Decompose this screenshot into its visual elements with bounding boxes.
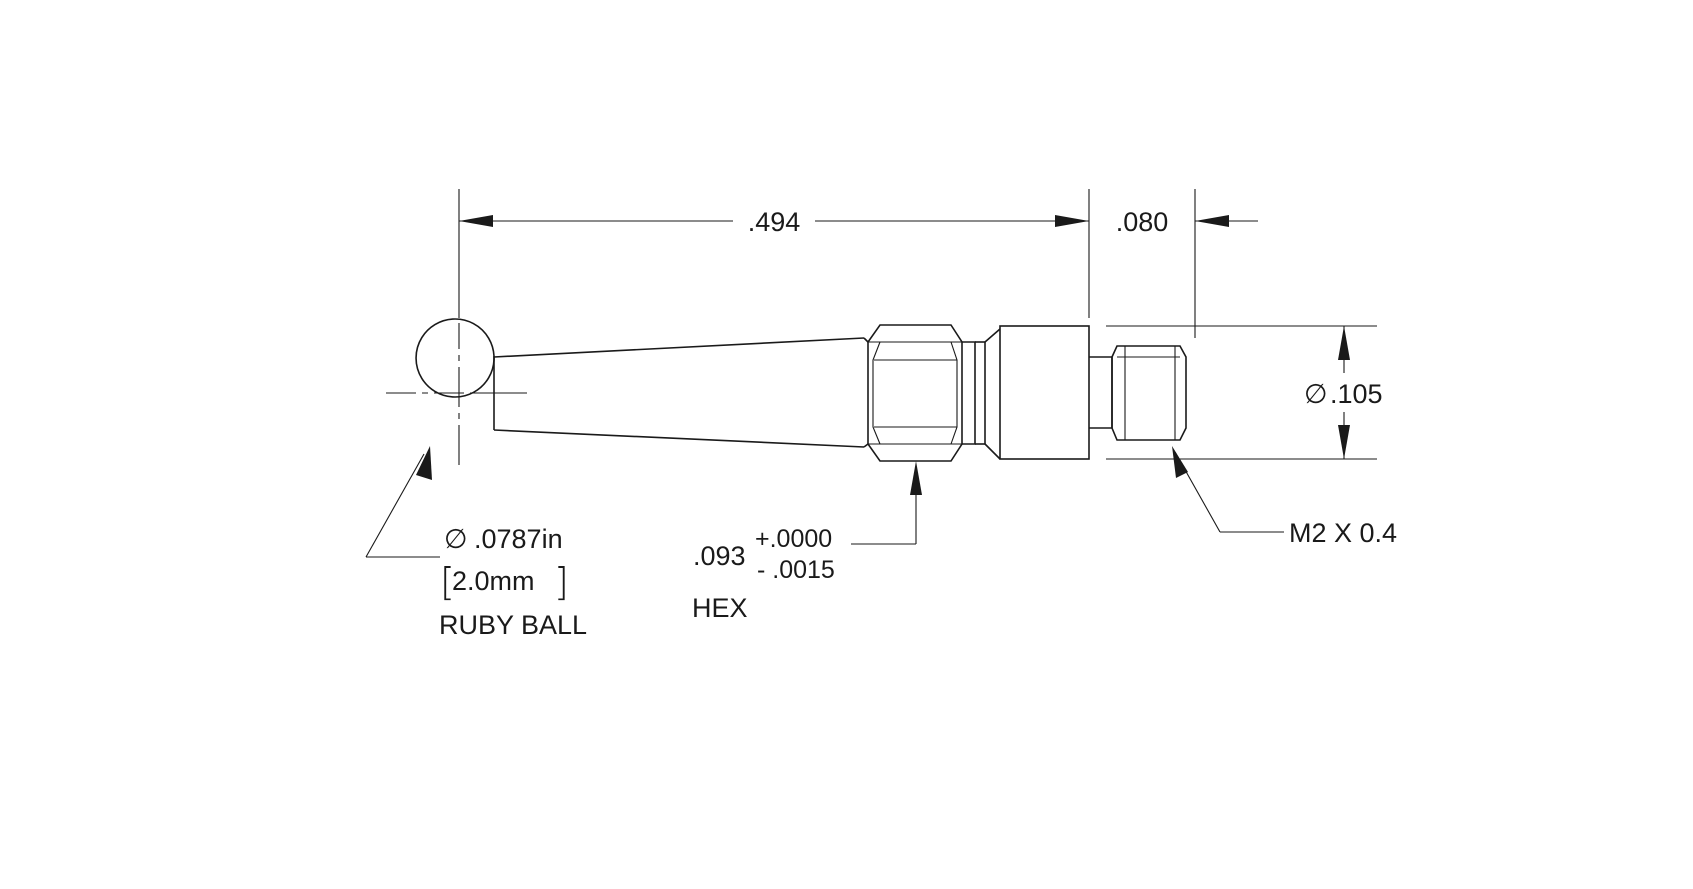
thread-leader-arrow: [1172, 446, 1188, 478]
hex-upper-tolerance: +.0000: [755, 525, 832, 553]
ruby-ball-label: RUBY BALL: [439, 610, 587, 640]
hex-nominal: .093: [693, 541, 746, 571]
arrow-diameter-top: [1338, 326, 1350, 360]
ball-diameter-mm: 2.0mm: [452, 566, 535, 596]
ruby-ball: [415, 318, 495, 398]
ball-leader-arrow: [416, 446, 432, 480]
dimension-overall-length: .494: [458, 189, 1090, 318]
ball-diameter-inches: .0787in: [474, 524, 563, 554]
thread-callout: M2 X 0.4: [1172, 446, 1397, 548]
taper-bottom-edge: [493, 429, 865, 448]
thread-spec: M2 X 0.4: [1289, 518, 1397, 548]
ball-leader-line: [365, 453, 425, 558]
hex-leader-arrow: [910, 461, 922, 495]
relief-groove: [962, 328, 1001, 460]
cylinder-body: [999, 325, 1090, 460]
stylus-part: [386, 318, 1187, 465]
bracket-open: [: [440, 560, 455, 604]
hex-label: HEX: [692, 593, 748, 623]
arrow-diameter-bottom: [1338, 425, 1350, 459]
arrow-thread-end: [1195, 215, 1229, 227]
dimension-body-diameter: ∅ .105: [1106, 325, 1383, 460]
thread-length-value: .080: [1116, 207, 1169, 237]
dimension-thread-length: .080: [1116, 189, 1258, 338]
overall-length-value: .494: [748, 207, 801, 237]
hex-callout: .093 +.0000 - .0015 HEX: [692, 461, 922, 623]
arrow-right: [1055, 215, 1089, 227]
hex-section: [863, 324, 963, 462]
body-diameter-value: .105: [1330, 379, 1383, 409]
arrow-left: [459, 215, 493, 227]
ball-diameter-symbol: ∅: [444, 524, 468, 554]
diameter-symbol: ∅: [1304, 379, 1328, 409]
thread-section: [1089, 345, 1187, 441]
taper-top-edge: [493, 337, 865, 358]
bracket-close: ]: [554, 560, 569, 604]
ruby-ball-callout: ∅ .0787in [ 2.0mm ] RUBY BALL: [365, 446, 587, 640]
hex-lower-tolerance: - .0015: [757, 556, 835, 584]
